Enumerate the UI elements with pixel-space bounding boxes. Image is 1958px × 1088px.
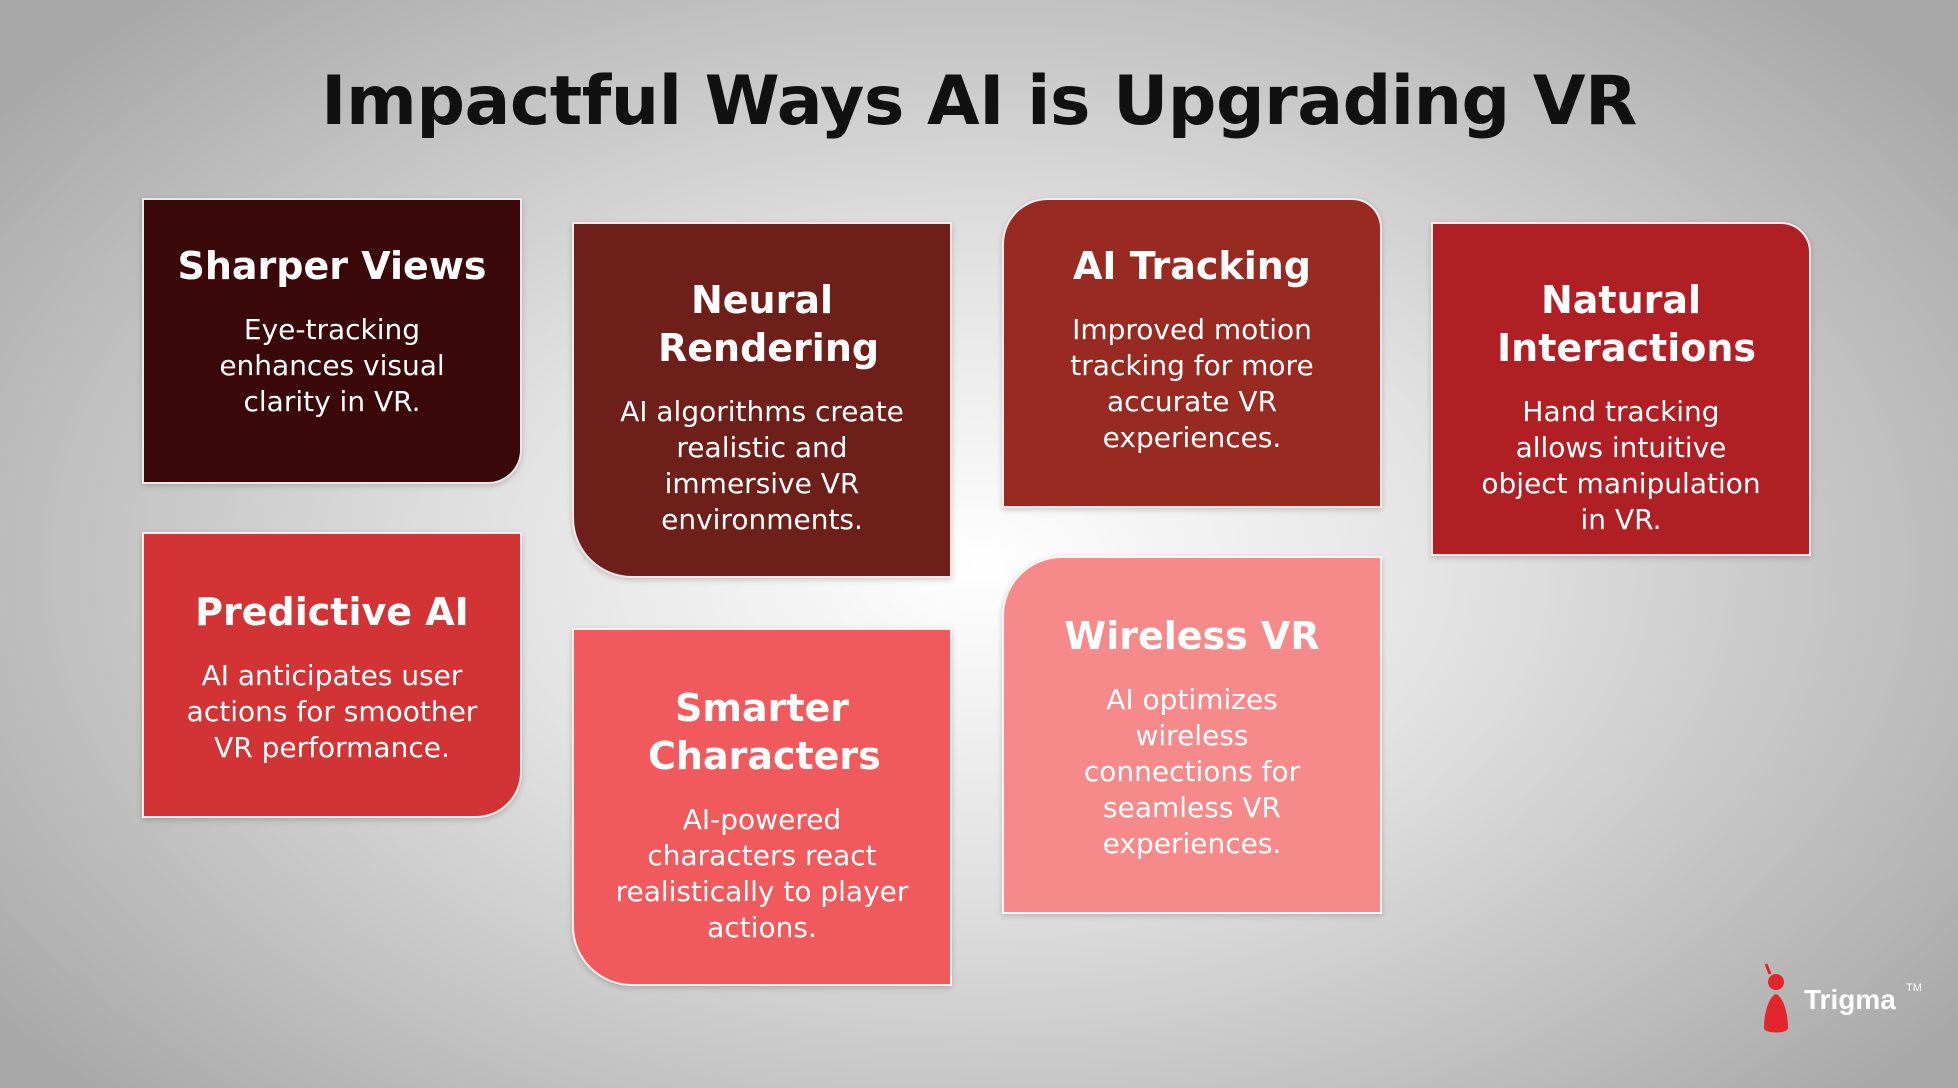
card-smarter-characters: Smarter Characters AI-powered characters… xyxy=(572,628,952,986)
trigma-logo: Trigma TM xyxy=(1760,960,1922,1040)
logo-trademark: TM xyxy=(1906,982,1922,994)
logo-text: Trigma xyxy=(1804,984,1896,1015)
card-description: AI-powered characters react realisticall… xyxy=(615,803,909,944)
card-title: Natural Interactions xyxy=(1497,278,1757,370)
card-description: AI optimizes wireless connections for se… xyxy=(1083,683,1301,860)
card-description: AI anticipates user actions for smoother… xyxy=(186,659,478,764)
card-title: Predictive AI xyxy=(195,590,469,634)
card-natural-interactions: Natural Interactions Hand tracking allow… xyxy=(1431,222,1811,556)
card-ai-tracking: AI Tracking Improved motion tracking for… xyxy=(1002,198,1382,508)
card-title: Neural Rendering xyxy=(658,278,880,370)
card-description: Hand tracking allows intuitive object ma… xyxy=(1481,395,1761,536)
card-sharper-views: Sharper Views Eye-tracking enhances visu… xyxy=(142,198,522,484)
card-title: Wireless VR xyxy=(1064,614,1320,658)
page-title: Impactful Ways AI is Upgrading VR xyxy=(321,62,1637,141)
card-title: Smarter Characters xyxy=(648,686,881,778)
card-wireless-vr: Wireless VR AI optimizes wireless connec… xyxy=(1002,556,1382,914)
card-description: Improved motion tracking for more accura… xyxy=(1070,313,1314,454)
card-description: Eye-tracking enhances visual clarity in … xyxy=(219,313,445,418)
trigma-figure-logo-icon xyxy=(1764,963,1788,1033)
card-title: Sharper Views xyxy=(177,244,487,288)
card-neural-rendering: Neural Rendering AI algorithms create re… xyxy=(572,222,952,578)
card-title: AI Tracking xyxy=(1073,244,1311,288)
card-predictive-ai: Predictive AI AI anticipates user action… xyxy=(142,532,522,818)
card-description: AI algorithms create realistic and immer… xyxy=(620,395,904,536)
